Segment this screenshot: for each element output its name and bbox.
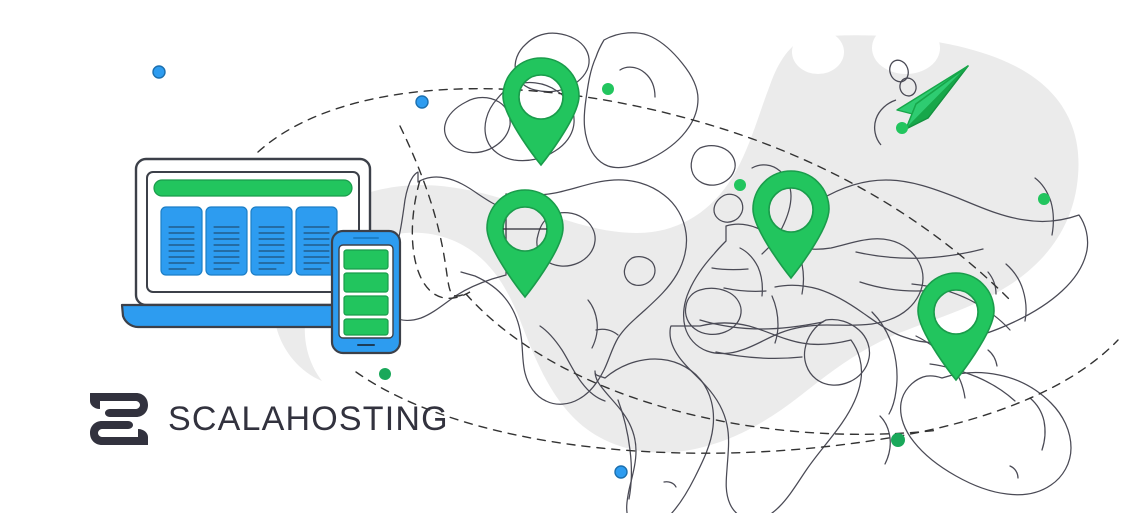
dot-icon (379, 368, 391, 380)
landmass-alaska (382, 171, 507, 321)
laptop-header-bar (153, 179, 353, 197)
smartphone-icon (330, 229, 402, 355)
content-card-icon (160, 206, 203, 276)
brand-wordmark: SCALAHOSTING (168, 400, 449, 438)
landmass-iceland (690, 144, 736, 186)
landmass-arabia (803, 318, 871, 386)
landmass-australia (899, 371, 1072, 496)
dot-icon (614, 465, 628, 479)
content-card-icon (205, 206, 248, 276)
orbit-upper-arc (257, 88, 1011, 301)
landmass-greenland (583, 32, 699, 169)
border-europe-5 (723, 287, 767, 292)
landmass-victoria-island (443, 96, 511, 154)
landmass-iberia (684, 287, 742, 336)
list-block-icon (343, 272, 389, 293)
dot-icon (734, 179, 746, 191)
landmass-europe (683, 223, 924, 355)
landmass-philippines (987, 349, 998, 367)
border-africa-sahara (715, 351, 803, 360)
content-card-icon (250, 206, 293, 276)
dot-icon (891, 433, 905, 447)
blob-notch (792, 30, 844, 74)
pin-hole-ring (933, 289, 979, 335)
landmass-central-america (539, 325, 606, 402)
dot-icon (896, 122, 908, 134)
landmass-tasmania (1009, 465, 1019, 479)
list-block-icon (343, 318, 389, 336)
landmass-british-isles (713, 193, 744, 223)
brand-lockup[interactable]: SCALAHOSTING (88, 390, 449, 448)
orbit-inner-ellipse (399, 125, 471, 299)
blob-notch-2 (872, 22, 940, 74)
border-russia-kazakh (855, 248, 984, 259)
border-europe-1 (739, 247, 763, 297)
scalahosting-s-monogram-icon (88, 390, 150, 448)
landmass-madagascar (879, 415, 891, 465)
dot-icon (1038, 193, 1050, 205)
dot-icon (152, 65, 166, 79)
landmass-italy (771, 295, 779, 344)
landmass-japan (1005, 263, 1027, 322)
laptop-icon (120, 157, 386, 329)
dot-icon (602, 83, 614, 95)
landmass-africa (669, 322, 863, 513)
plane-trail-puffs (874, 59, 917, 146)
landmass-new-zealand (1029, 397, 1046, 451)
dot-icon (415, 95, 429, 109)
landmass-caribbean (595, 328, 619, 336)
phone-list-blocks (343, 249, 389, 336)
landmass-india (871, 311, 898, 415)
pin-hole-ring (518, 74, 564, 120)
landmass-kamchatka (1034, 177, 1054, 236)
laptop-and-phone-illustration (110, 145, 415, 360)
orbit-ellipse-lower (465, 293, 941, 435)
paper-plane-icon (896, 65, 969, 130)
landmass-florida (587, 299, 598, 349)
pin-hole-ring (768, 187, 814, 233)
landmass-russia (774, 179, 1089, 344)
landmass-newfoundland (623, 256, 656, 286)
list-block-icon (343, 249, 389, 270)
list-block-icon (343, 295, 389, 316)
landmass-greenland-inner (619, 66, 656, 98)
laptop-content-cards (160, 206, 338, 276)
landmass-mediterranean (699, 319, 824, 330)
border-europe-4 (711, 267, 749, 271)
orbit-lower-arc (355, 339, 1119, 454)
landmass-indonesia (929, 363, 1016, 402)
landmass-korea (987, 271, 997, 295)
landmass-falklands (663, 481, 677, 488)
content-card-icon (295, 206, 338, 276)
